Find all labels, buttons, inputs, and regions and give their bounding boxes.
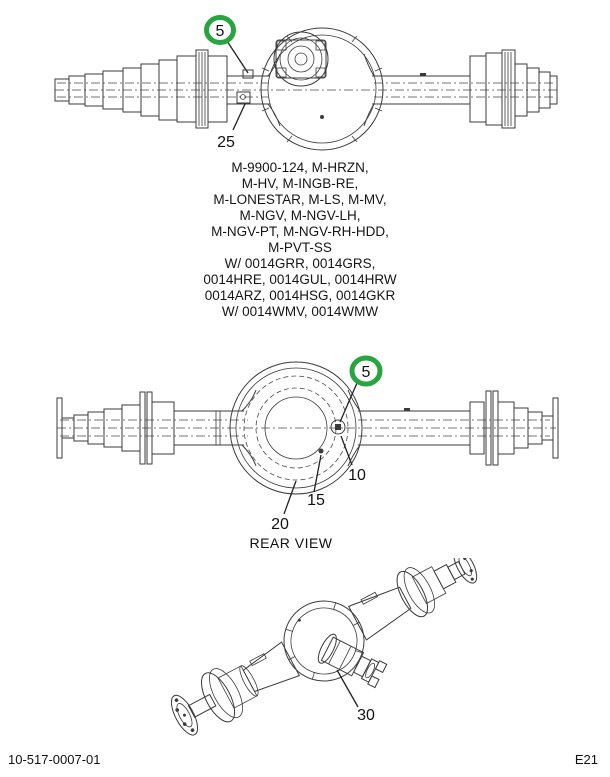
bowl-drain-dot (320, 115, 324, 119)
front-callout-5-highlight[interactable]: 5 (204, 15, 254, 79)
front-centerlines (55, 82, 557, 98)
rear-view-diagram: 5 10 15 20 REAR VIEW (56, 355, 559, 551)
iso-pinion-yoke (317, 633, 388, 689)
page-code: E21 (574, 752, 598, 767)
cover-bolt-dot (318, 448, 324, 454)
highlight-circle-icon (349, 355, 383, 387)
iso-spring-perch (360, 591, 379, 605)
rear-callout-5-label: 5 (362, 364, 371, 381)
applicability-line: M-PVT-SS (268, 240, 332, 255)
front-right-spindle (469, 49, 558, 129)
rear-callout-20-label: 20 (271, 516, 289, 533)
rear-differential-cover (229, 361, 363, 495)
model-applicability-block: M-9900-124, M-HRZN, M-HV, M-INGB-RE, M-L… (0, 160, 600, 320)
front-pinion-hub (273, 31, 329, 87)
highlight-circle-icon (204, 15, 236, 45)
iso-right-hub (396, 560, 466, 618)
rear-callout-15-label: 15 (307, 492, 325, 509)
iso-spring-perch (249, 653, 267, 667)
rear-centerlines (57, 419, 556, 437)
applicability-line: 0014HRE, 0014GUL, 0014HRW (203, 272, 397, 287)
tube-weld-mark (420, 73, 426, 76)
iso-callout-30: 30 (336, 669, 375, 724)
iso-callout-30-label: 30 (357, 707, 375, 724)
iso-left-wheel-flange (170, 694, 199, 736)
front-left-spindle (54, 49, 228, 129)
applicability-line: M-HV, M-INGB-RE, (241, 176, 359, 191)
rear-right-axle-tube (347, 389, 470, 467)
rear-left-spindle (56, 391, 175, 465)
rear-callout-20: 20 (271, 480, 297, 533)
document-number: 10-517-0007-01 (8, 752, 101, 767)
iso-center-housing (283, 600, 365, 682)
rear-callout-15: 15 (307, 454, 325, 509)
applicability-line: 0014ARZ, 0014HSG, 0014GKR (204, 288, 396, 303)
applicability-line: M-NGV, M-NGV-LH, (239, 208, 361, 223)
applicability-line: W/ 0014GRR, 0014GRS, (224, 256, 376, 271)
front-view-diagram: 5 25 (54, 15, 558, 151)
front-callout-25-label: 25 (217, 134, 235, 151)
front-callout-25: 25 (217, 91, 251, 151)
rear-callout-10-label: 10 (348, 467, 366, 484)
iso-right-wheel-flange (453, 558, 478, 584)
rear-callout-5-highlight[interactable]: 5 (339, 355, 383, 423)
iso-left-tube (242, 641, 301, 693)
fill-plug (330, 419, 346, 435)
iso-axle-body (170, 558, 478, 736)
front-right-axle-tube (363, 53, 470, 127)
iso-right-tube (347, 586, 412, 641)
rear-view-caption: REAR VIEW (249, 535, 332, 551)
isometric-view-diagram: 30 (170, 558, 478, 736)
tube-weld-mark (404, 408, 410, 411)
applicability-line: M-NGV-PT, M-NGV-RH-HDD, (211, 224, 389, 239)
rear-right-spindle (469, 390, 559, 466)
applicability-line: M-LONESTAR, M-LS, M-MV, (213, 192, 387, 207)
bowl-flange-ticks (261, 35, 383, 143)
front-differential-bowl (260, 27, 384, 151)
applicability-line: M-9900-124, M-HRZN, (231, 160, 369, 175)
applicability-line: W/ 0014WMV, 0014WMW (221, 304, 379, 319)
front-callout-5-label: 5 (216, 23, 225, 40)
rear-callout-10: 10 (340, 435, 366, 484)
